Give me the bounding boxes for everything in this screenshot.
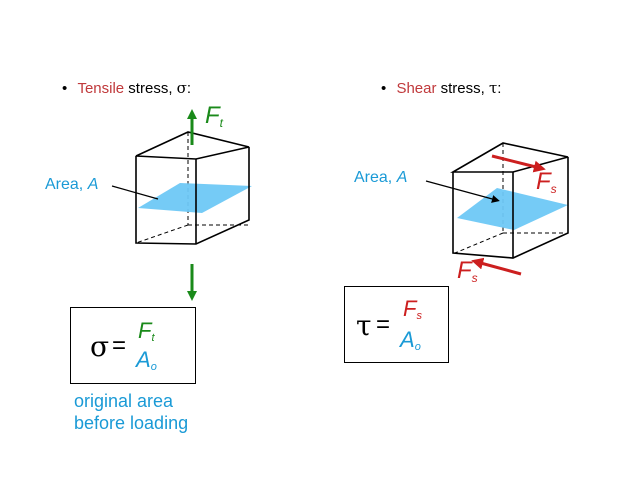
tensile-area-label: Area, A — [45, 176, 98, 194]
shear-cube-visible-edges — [450, 142, 569, 259]
tensile-eq-num-sub: t — [151, 332, 155, 344]
tensile-symbol: σ — [176, 79, 187, 97]
tensile-colon: : — [186, 80, 192, 97]
shear-eq-num-sub: s — [416, 310, 422, 322]
tensile-area-plane — [138, 183, 252, 213]
shear-cube — [425, 142, 569, 276]
tensile-area-prefix: Area, — [45, 176, 88, 193]
shear-equation-box — [344, 286, 449, 363]
shear-force-bottom-sub: s — [471, 271, 478, 285]
tensile-heading-rest: stress, — [124, 80, 177, 97]
shear-force-bottom-arrow — [471, 257, 522, 276]
tensile-heading: • Tensile stress, σ: — [62, 79, 191, 97]
shear-force-label-bottom: Fs — [457, 257, 478, 285]
tensile-note-line1: original area — [74, 391, 174, 411]
shear-area-label: Area, A — [354, 169, 407, 187]
tensile-eq-denominator: Ao — [136, 347, 157, 373]
tensile-force-label: Ft — [205, 102, 223, 130]
tensile-area-var: A — [87, 176, 99, 193]
shear-eq-denominator: Ao — [400, 327, 421, 353]
shear-heading: • Shear stress, τ: — [381, 79, 501, 97]
tensile-cube — [111, 109, 252, 301]
shear-eq-num-var: F — [403, 296, 417, 321]
shear-force-top-var: F — [536, 168, 551, 195]
shear-heading-rest: stress, — [436, 80, 489, 97]
shear-force-bottom-var: F — [457, 257, 472, 284]
tensile-eq-lhs: σ — [90, 330, 110, 363]
tensile-eq-den-var: A — [136, 347, 151, 372]
tensile-note-line2: before loading — [74, 413, 189, 433]
shear-force-top-sub: s — [550, 182, 557, 196]
tensile-equation-box — [70, 307, 196, 384]
tensile-area-pointer — [111, 185, 159, 200]
shear-eq-equals: = — [376, 311, 391, 338]
tensile-eq-numerator: Ft — [138, 318, 155, 344]
shear-area-pointer — [425, 180, 500, 203]
tensile-bullet: • — [62, 80, 68, 97]
shear-eq-numerator: Fs — [403, 296, 422, 322]
shear-eq-lhs: τ — [356, 309, 372, 342]
shear-symbol: τ — [488, 79, 498, 97]
tensile-note: original area before loading — [74, 390, 188, 434]
shear-bullet: • — [381, 80, 387, 97]
tensile-eq-den-sub: o — [150, 361, 157, 373]
shear-area-var: A — [396, 169, 408, 186]
shear-area-prefix: Area, — [354, 169, 397, 186]
shear-eq-den-sub: o — [414, 341, 421, 353]
shear-eq-den-var: A — [400, 327, 415, 352]
tensile-force-sub: t — [219, 116, 224, 130]
shear-keyword: Shear — [396, 80, 437, 97]
tensile-force-var: F — [205, 102, 220, 129]
tensile-eq-equals: = — [112, 332, 127, 359]
shear-force-label-top: Fs — [536, 168, 557, 196]
shear-colon: : — [497, 80, 502, 97]
tensile-keyword: Tensile — [77, 80, 125, 97]
shear-force-top-arrow — [491, 154, 546, 173]
tensile-eq-num-var: F — [138, 318, 152, 343]
tensile-cube-visible-edges — [135, 131, 250, 245]
